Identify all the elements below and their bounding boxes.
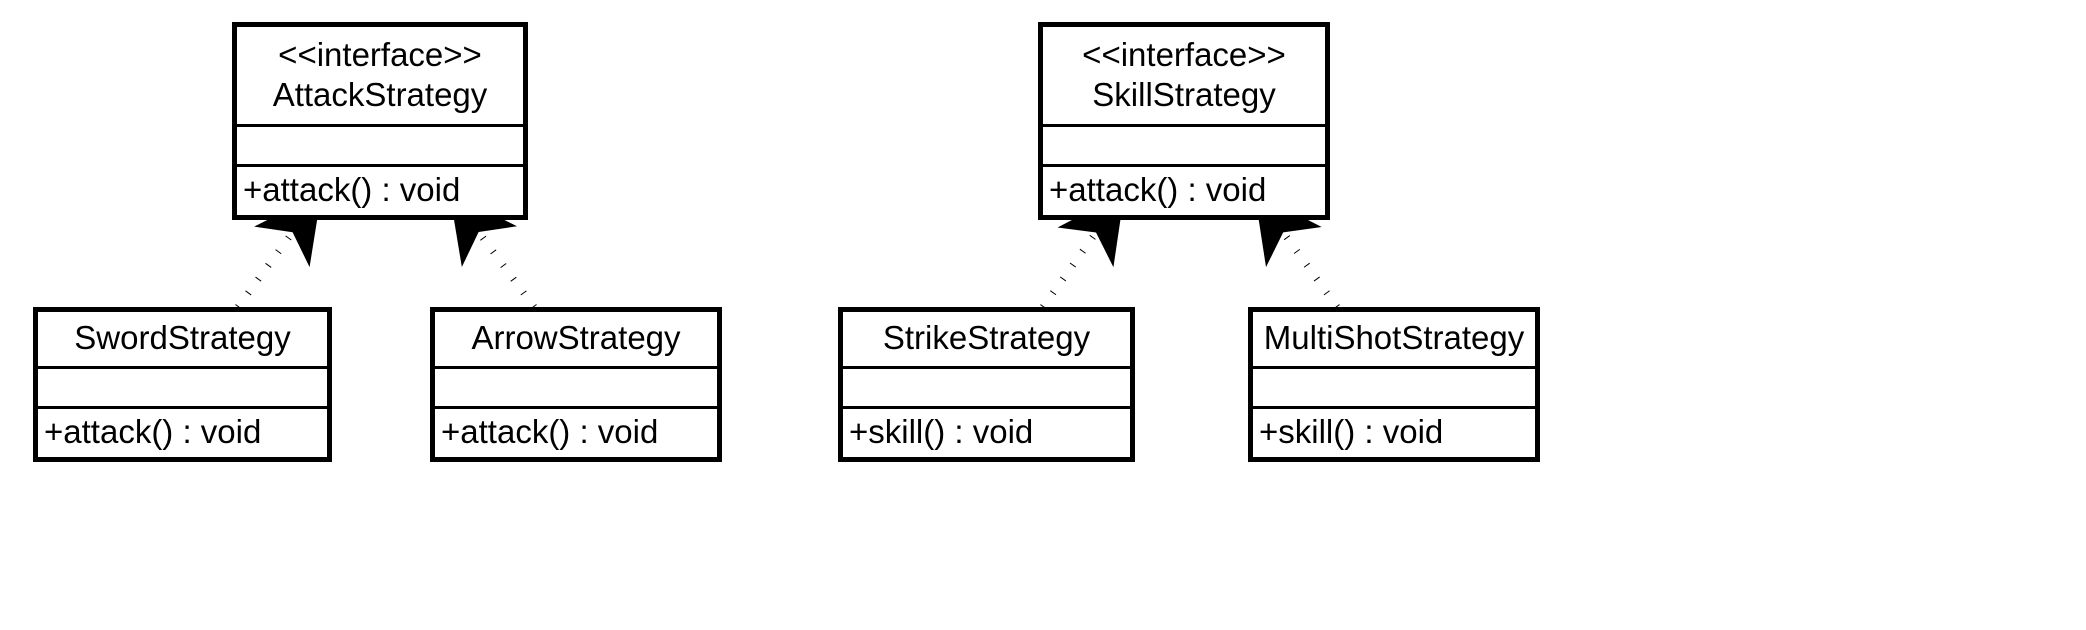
method-label: +attack() : void [243, 171, 461, 208]
uml-class-swordstrategy[interactable]: SwordStrategy +attack() : void [33, 307, 332, 462]
class-name-label: MultiShotStrategy [1263, 319, 1525, 356]
class-name-label: StrikeStrategy [882, 319, 1091, 356]
method-label: +skill() : void [849, 413, 1034, 450]
attributes-compartment-arrowstrategy [435, 366, 717, 406]
interface-name-label: SkillStrategy [1092, 76, 1276, 113]
class-title-strikestrategy: StrikeStrategy [843, 312, 1130, 366]
attributes-compartment-skillstrategy [1043, 124, 1325, 164]
uml-interface-skillstrategy[interactable]: <<interface>> SkillStrategy +attack() : … [1038, 22, 1330, 220]
class-title-multishotstrategy: MultiShotStrategy [1253, 312, 1535, 366]
realization-sword-to-attackstrategy [235, 192, 322, 310]
methods-compartment-arrowstrategy: +attack() : void [435, 406, 717, 457]
stereotype-label: <<interface>> [1082, 36, 1286, 73]
methods-compartment-multishotstrategy: +skill() : void [1253, 406, 1535, 457]
uml-class-arrowstrategy[interactable]: ArrowStrategy +attack() : void [430, 307, 722, 462]
methods-compartment-swordstrategy: +attack() : void [38, 406, 327, 457]
methods-compartment-attackstrategy: +attack() : void [237, 164, 523, 215]
methods-compartment-skillstrategy: +attack() : void [1043, 164, 1325, 215]
interface-name-label: AttackStrategy [272, 76, 488, 113]
uml-class-multishotstrategy[interactable]: MultiShotStrategy +skill() : void [1248, 307, 1540, 462]
method-label: +attack() : void [1049, 171, 1267, 208]
interface-title-skillstrategy: <<interface>> SkillStrategy [1043, 27, 1325, 124]
methods-compartment-strikestrategy: +skill() : void [843, 406, 1130, 457]
attributes-compartment-attackstrategy [237, 124, 523, 164]
method-label: +attack() : void [441, 413, 659, 450]
class-name-label: SwordStrategy [74, 319, 291, 356]
class-title-arrowstrategy: ArrowStrategy [435, 312, 717, 366]
realization-strike-to-skillstrategy [1040, 192, 1125, 310]
attributes-compartment-swordstrategy [38, 366, 327, 406]
class-title-swordstrategy: SwordStrategy [38, 312, 327, 366]
uml-interface-attackstrategy[interactable]: <<interface>> AttackStrategy +attack() :… [232, 22, 528, 220]
attributes-compartment-strikestrategy [843, 366, 1130, 406]
attributes-compartment-multishotstrategy [1253, 366, 1535, 406]
interface-title-attackstrategy: <<interface>> AttackStrategy [237, 27, 523, 124]
class-name-label: ArrowStrategy [471, 319, 681, 356]
realization-multishot-to-skillstrategy [1254, 192, 1340, 310]
uml-class-strikestrategy[interactable]: StrikeStrategy +skill() : void [838, 307, 1135, 462]
stereotype-label: <<interface>> [278, 36, 482, 73]
method-label: +skill() : void [1259, 413, 1444, 450]
method-label: +attack() : void [44, 413, 262, 450]
